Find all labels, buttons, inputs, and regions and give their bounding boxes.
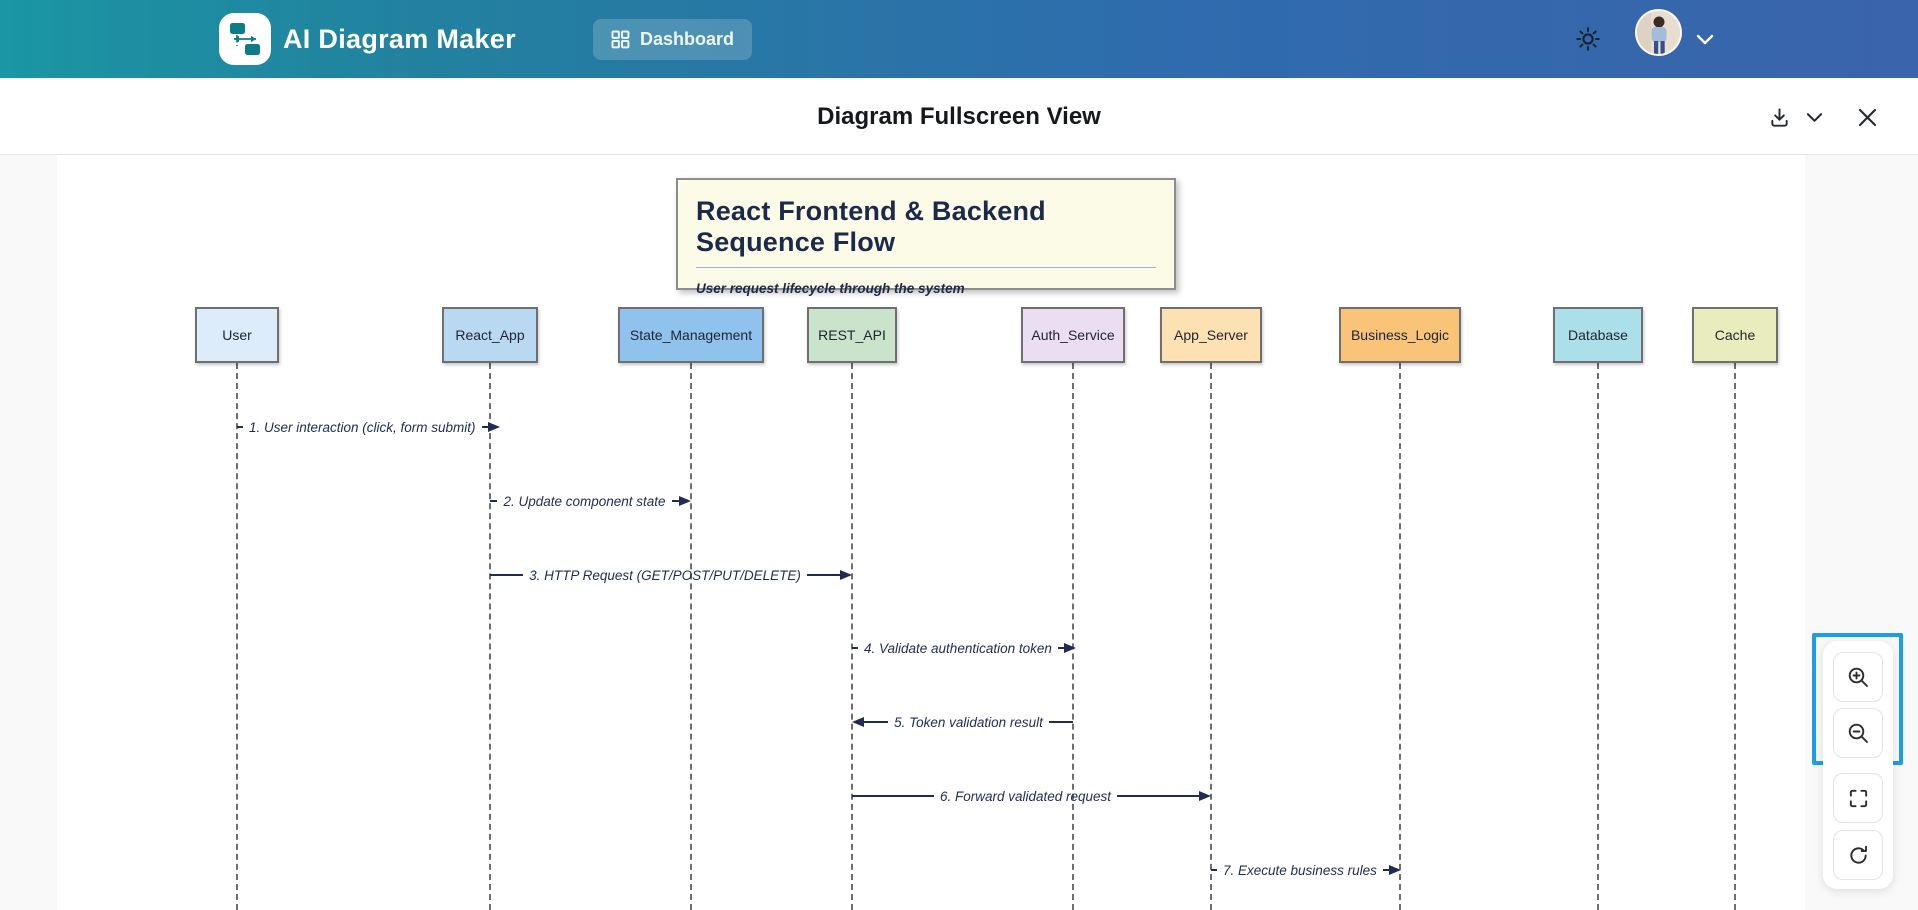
- message-label: 6. Forward validated request: [939, 788, 1112, 804]
- user-menu-chevron-button[interactable]: [1691, 22, 1719, 56]
- diagram-title-box: React Frontend & Backend Sequence Flow U…: [676, 178, 1176, 296]
- message-7: 7. Execute business rules: [1211, 859, 1401, 881]
- actor-box-react_app: React_App: [442, 307, 538, 363]
- message-label: 2. Update component state: [503, 493, 666, 509]
- theme-toggle-button[interactable]: [1566, 17, 1610, 61]
- app-logo-icon: [219, 13, 271, 65]
- message-1: 1. User interaction (click, form submit): [237, 416, 500, 438]
- actor-box-auth_service: Auth_Service: [1021, 307, 1125, 363]
- chevron-down-icon: [1696, 34, 1714, 45]
- message-label: 5. Token validation result: [894, 714, 1043, 730]
- actor-box-app_server: App_Server: [1160, 307, 1262, 363]
- message-label: 1. User interaction (click, form submit): [249, 419, 476, 435]
- app-header: AI Diagram Maker Dashboard: [0, 0, 1918, 78]
- download-options-button[interactable]: [1793, 96, 1835, 138]
- arrowhead-icon: [840, 570, 852, 580]
- arrowhead-icon: [1388, 865, 1401, 875]
- actor-box-database: Database: [1553, 307, 1643, 363]
- message-label: 7. Execute business rules: [1223, 862, 1377, 878]
- message-3: 3. HTTP Request (GET/POST/PUT/DELETE): [490, 564, 852, 586]
- lifeline-user: [236, 363, 238, 910]
- reset-view-button[interactable]: [1833, 830, 1883, 880]
- fullscreen-bar: Diagram Fullscreen View: [0, 78, 1918, 155]
- reset-icon: [1847, 844, 1870, 867]
- actor-box-cache: Cache: [1692, 307, 1778, 363]
- lifeline-app_server: [1210, 363, 1212, 910]
- dashboard-label: Dashboard: [640, 29, 735, 49]
- arrowhead-icon: [679, 496, 692, 506]
- lifeline-react_app: [489, 363, 491, 910]
- diagram-subtitle: User request lifecycle through the syste…: [696, 281, 965, 296]
- fullscreen-button[interactable]: [1833, 773, 1883, 823]
- lifeline-state_management: [690, 363, 692, 910]
- zoom-out-icon: [1846, 721, 1870, 745]
- close-button[interactable]: [1846, 96, 1888, 138]
- arrowhead-icon: [1199, 791, 1211, 801]
- message-label: 4. Validate authentication token: [864, 640, 1052, 656]
- message-2: 2. Update component state: [490, 490, 692, 512]
- arrowhead-icon: [852, 717, 864, 727]
- arrowhead-icon: [487, 422, 500, 432]
- zoom-in-icon: [1846, 665, 1870, 689]
- lifeline-cache: [1734, 363, 1736, 910]
- canvas-controls-panel: [1823, 641, 1893, 889]
- close-icon: [1857, 107, 1878, 128]
- message-4: 4. Validate authentication token: [852, 637, 1076, 659]
- lifeline-database: [1597, 363, 1599, 910]
- grid-icon: [611, 30, 630, 49]
- download-icon: [1768, 106, 1791, 129]
- title-divider: [696, 267, 1156, 268]
- chevron-down-icon: [1806, 112, 1823, 123]
- sun-icon: [1575, 26, 1601, 52]
- actor-box-rest_api: REST_API: [807, 307, 897, 363]
- lifeline-auth_service: [1072, 363, 1074, 910]
- download-button[interactable]: [1758, 96, 1800, 138]
- lifeline-rest_api: [851, 363, 853, 910]
- arrowhead-icon: [1063, 643, 1076, 653]
- message-6: 6. Forward validated request: [852, 785, 1211, 807]
- lifeline-business_logic: [1399, 363, 1401, 910]
- actor-box-user: User: [195, 307, 279, 363]
- fullscreen-title: Diagram Fullscreen View: [817, 102, 1101, 130]
- diagram-canvas: React Frontend & Backend Sequence Flow U…: [57, 155, 1805, 910]
- actor-box-business_logic: Business_Logic: [1339, 307, 1461, 363]
- message-5: 5. Token validation result: [852, 711, 1073, 733]
- diagram-title: React Frontend & Backend Sequence Flow: [696, 196, 1046, 257]
- avatar[interactable]: [1635, 9, 1682, 56]
- zoom-out-button[interactable]: [1833, 708, 1883, 758]
- dashboard-button[interactable]: Dashboard: [593, 19, 753, 60]
- fullscreen-icon: [1847, 787, 1870, 810]
- zoom-in-button[interactable]: [1833, 652, 1883, 702]
- actor-box-state_management: State_Management: [618, 307, 764, 363]
- message-label: 3. HTTP Request (GET/POST/PUT/DELETE): [529, 567, 801, 583]
- app-title: AI Diagram Maker: [283, 23, 516, 54]
- diagram-viewport: React Frontend & Backend Sequence Flow U…: [0, 155, 1918, 910]
